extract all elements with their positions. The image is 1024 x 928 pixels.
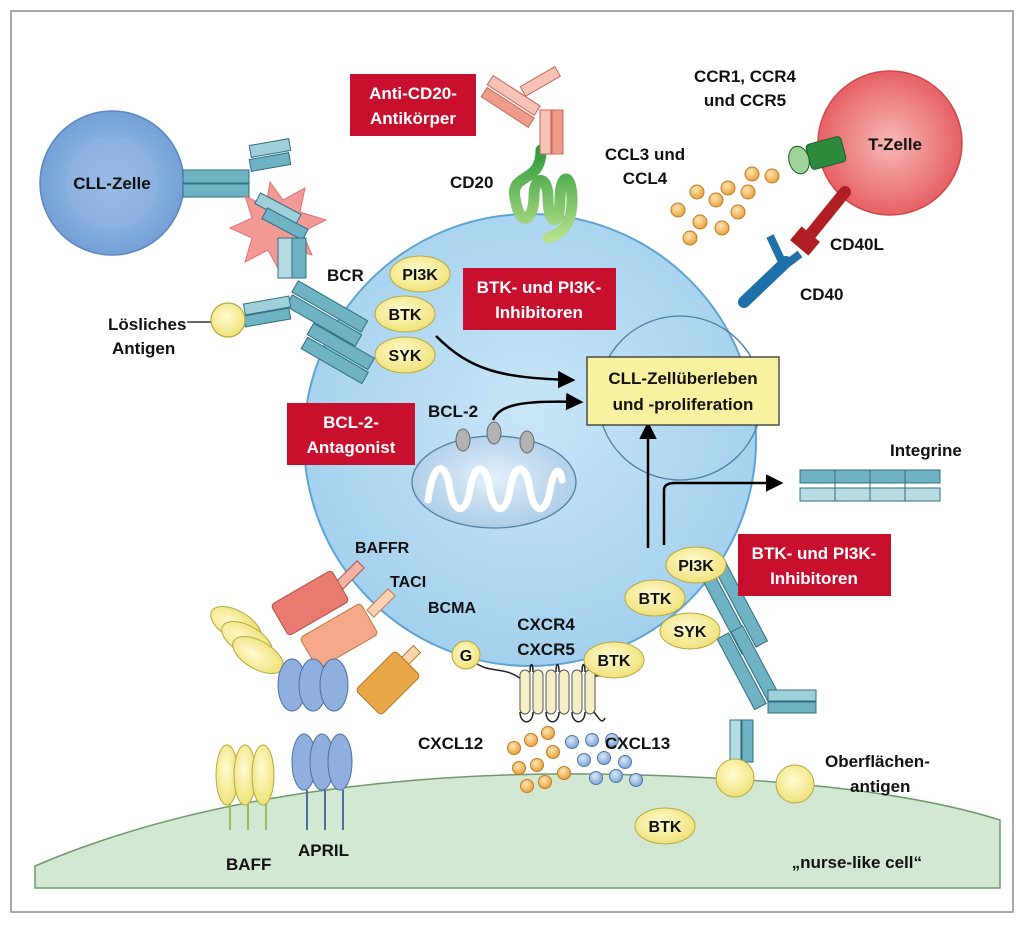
btk-cxcr-oval	[583, 641, 645, 679]
cd40l-label: CD40L	[830, 235, 884, 254]
btk-nurse-label: BTK	[649, 819, 682, 836]
btk-bottom-label: BTK	[639, 591, 672, 608]
g-protein	[451, 640, 481, 670]
bcma-receptor	[356, 644, 422, 715]
btk-top-oval	[374, 295, 436, 333]
arrow-signal-to-survival	[435, 335, 576, 389]
baffr-receptor	[271, 560, 365, 636]
bcma-label: BCMA	[428, 600, 476, 617]
survival-proliferation-box	[586, 356, 780, 426]
bcr-fragment	[261, 207, 309, 241]
btk-pi3k-bottom-line1: BTK- und PI3K-	[752, 544, 877, 563]
cll-cell-label: CLL-Zelle	[73, 174, 150, 193]
ccl-label-line1: CCL3 und	[605, 145, 685, 164]
pi3k-bottom-oval	[665, 546, 727, 584]
surface-antigen	[775, 764, 815, 804]
april-label: APRIL	[298, 841, 349, 860]
btk-pi3k-top-line1: BTK- und PI3K-	[477, 278, 602, 297]
syk-bottom-oval	[659, 612, 721, 650]
cd20-protein	[509, 144, 578, 244]
surface-antigen-line1: Oberflächen-	[825, 752, 930, 771]
arrow-bcl2-to-survival	[491, 392, 584, 421]
g-protein-label: G	[460, 648, 472, 665]
pi3k-top-oval	[389, 255, 451, 293]
anti-cd20-box	[350, 74, 476, 136]
ccr-label-line1: CCR1, CCR4	[694, 67, 797, 86]
april-ligand-bound	[277, 658, 349, 712]
bcl2-protein	[519, 430, 535, 454]
mitochondrion-cristae	[424, 465, 566, 513]
btk-cxcr-label: BTK	[598, 653, 631, 670]
soluble-antigen-line1: Lösliches	[108, 315, 186, 334]
btk-pi3k-top-line2: Inhibitoren	[495, 303, 583, 322]
cd40l-head	[790, 226, 820, 256]
antibody-fragment	[248, 152, 292, 172]
syk-top-label: SYK	[389, 348, 422, 365]
syk-top-oval	[374, 336, 436, 374]
ccr-receptor	[788, 136, 847, 175]
t-cell-label: T-Zelle	[868, 135, 922, 154]
nurse-cell-label: „nurse-like cell“	[792, 853, 922, 872]
cd20-label: CD20	[450, 173, 493, 192]
cd40l-protein	[800, 186, 851, 246]
survival-line2: und -proliferation	[613, 395, 754, 414]
baff-ligand-bound	[210, 605, 284, 675]
cll-cell-receptor	[182, 169, 250, 184]
baff-on-nurse-cell	[215, 744, 275, 830]
april-on-nurse-cell	[291, 733, 353, 830]
cd40-label: CD40	[800, 285, 843, 304]
cxcl13-label: CXCL13	[605, 734, 670, 753]
cxcl12-label: CXCL12	[418, 734, 483, 753]
cd40-protein	[738, 256, 792, 308]
bcl2-antagonist-box	[287, 403, 415, 465]
btk-pi3k-bottom-line2: Inhibitoren	[770, 569, 858, 588]
bcl2-antagonist-line2: Antagonist	[307, 438, 396, 457]
cd40-head	[766, 234, 803, 273]
ccl-label-line2: CCL4	[623, 169, 668, 188]
baff-label: BAFF	[226, 855, 271, 874]
bcl2-antagonist-line1: BCL-2-	[323, 413, 379, 432]
survival-line1: CLL-Zellüberleben	[608, 369, 757, 388]
btk-bottom-oval	[624, 579, 686, 617]
baffr-label: BAFFR	[355, 540, 410, 557]
ccr-label-line2: und CCR5	[704, 91, 786, 110]
btk-nurse-oval	[634, 807, 696, 845]
bcl2-protein	[455, 428, 471, 452]
bcl2-protein	[486, 421, 502, 445]
taci-label: TACI	[390, 574, 426, 591]
bcl2-label: BCL-2	[428, 402, 478, 421]
bcr-label: BCR	[327, 266, 364, 285]
cxcl-chemokines	[507, 726, 643, 793]
bcr-fragment	[277, 237, 293, 279]
surface-antigen-line2: antigen	[850, 777, 910, 796]
anti-cd20-line2: Antikörper	[370, 109, 456, 128]
ccl-chemokines	[670, 166, 780, 246]
btk-pi3k-inhibitor-box-bottom	[738, 534, 891, 596]
integrine-label: Integrine	[890, 441, 962, 460]
taci-receptor	[300, 588, 396, 669]
anti-cd20-line1: Anti-CD20-	[369, 84, 457, 103]
cll-cell-receptor	[182, 183, 250, 198]
pi3k-top-label: PI3K	[402, 267, 438, 284]
arrow-kinases-to-integrins	[662, 474, 784, 545]
bcr-fragment	[291, 237, 307, 279]
pi3k-bottom-label: PI3K	[678, 558, 714, 575]
cxcr5-label: CXCR5	[517, 640, 575, 659]
cll-cell-nucleus	[66, 137, 158, 229]
soluble-antigen-line2: Antigen	[112, 339, 175, 358]
btk-top-label: BTK	[389, 307, 422, 324]
bcr-receptor	[242, 280, 375, 385]
surface-antigen	[715, 758, 755, 798]
syk-bottom-label: SYK	[674, 624, 707, 641]
cxcr4-label: CXCR4	[517, 615, 575, 634]
integrins	[799, 469, 941, 502]
btk-pi3k-inhibitor-box-top	[463, 268, 616, 330]
anti-cd20-antibody	[480, 65, 564, 155]
bcr-receptor-bottom	[699, 560, 817, 763]
antibody-fragment	[248, 138, 292, 158]
soluble-antigen	[210, 302, 246, 338]
cxcr-receptor	[471, 659, 613, 723]
